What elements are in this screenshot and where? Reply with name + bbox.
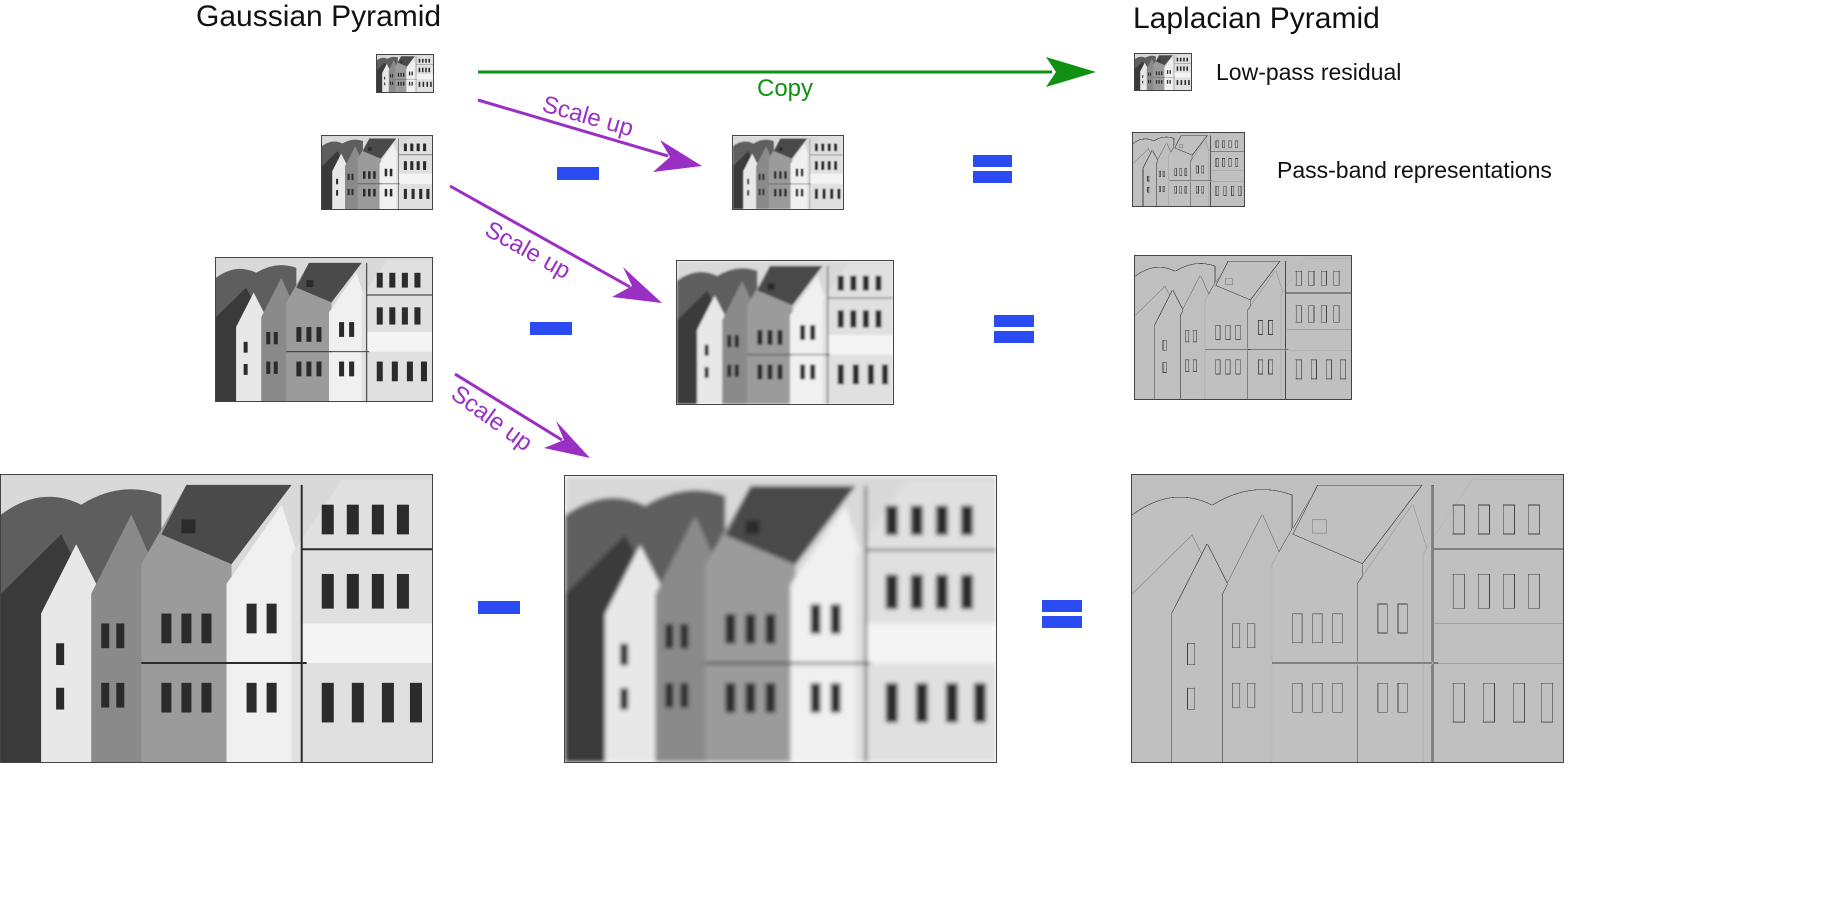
- minus-sign-row-4: [478, 601, 520, 614]
- scale-up-arrow-2: Scale up: [449, 184, 662, 303]
- gaussian-level-1-image: [215, 257, 433, 402]
- minus-sign-row-3: [530, 322, 572, 335]
- laplacian-pyramid-title: Laplacian Pyramid: [1133, 2, 1380, 35]
- upscaled-level-1-image: [564, 475, 997, 763]
- upscaled-level-2-image: [676, 260, 894, 405]
- copy-arrow: Copy: [478, 57, 1096, 102]
- scale-up-label-3: Scale up: [446, 380, 537, 457]
- low-pass-residual-label: Low-pass residual: [1216, 59, 1402, 85]
- minus-sign-row-2: [557, 167, 599, 180]
- laplacian-band-2-image: [1132, 132, 1245, 207]
- gaussian-level-0-image: [0, 474, 433, 763]
- gaussian-level-2-image: [321, 135, 433, 210]
- equals-sign-row-2: [973, 155, 1012, 183]
- equals-sign-row-3: [994, 315, 1034, 343]
- gaussian-level-3-image: [376, 54, 434, 93]
- equals-sign-row-4: [1042, 600, 1082, 628]
- scale-up-arrow-1: Scale up: [477, 91, 702, 172]
- laplacian-low-pass-image: [1134, 53, 1192, 91]
- gaussian-pyramid-title: Gaussian Pyramid: [196, 0, 442, 33]
- laplacian-band-0-image: [1131, 474, 1564, 763]
- copy-label: Copy: [757, 75, 813, 102]
- scale-up-label-1: Scale up: [539, 91, 636, 143]
- scale-up-arrow-3: Scale up: [446, 372, 590, 458]
- scale-up-label-2: Scale up: [480, 216, 575, 285]
- laplacian-band-1-image: [1134, 255, 1352, 400]
- pass-band-representations-label: Pass-band representations: [1277, 157, 1552, 183]
- upscaled-level-3-image: [732, 135, 844, 210]
